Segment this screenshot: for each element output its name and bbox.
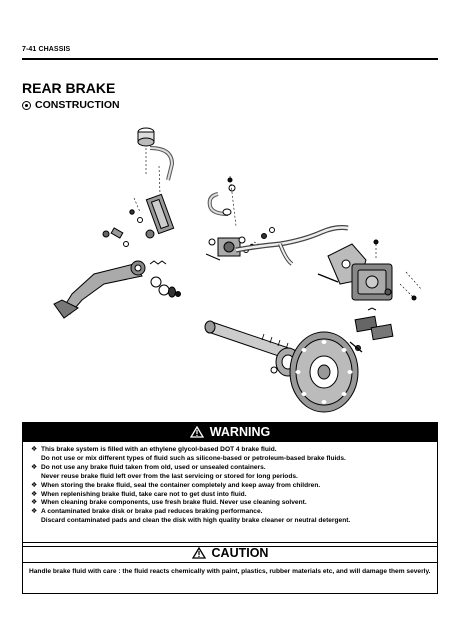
warning-item: ❖Do not use any brake fluid taken from o… xyxy=(31,463,298,480)
caution-label: CAUTION xyxy=(211,545,269,560)
bullseye-icon xyxy=(22,100,31,110)
brake-pedal xyxy=(53,260,146,319)
reservoir-cap xyxy=(137,127,155,147)
subsection-label: CONSTRUCTION xyxy=(35,99,120,111)
warning-item: ❖When storing the brake fluid, seal the … xyxy=(31,481,321,489)
brake-hose-rear xyxy=(235,225,349,266)
warning-label: WARNING xyxy=(209,425,271,439)
warning-item: ❖When replenishing brake fluid, take car… xyxy=(31,490,247,498)
section-title: REAR BRAKE xyxy=(22,80,116,96)
diamond-bullet-icon: ❖ xyxy=(31,446,38,453)
warning-box: ❖This brake system is filled with an eth… xyxy=(22,442,438,547)
brake-hose-upper xyxy=(207,177,236,216)
warning-item: ❖When cleaning brake components, use fre… xyxy=(31,499,307,507)
master-cylinder xyxy=(145,193,175,239)
brake-disk xyxy=(289,331,359,413)
warning-item: ❖This brake system is filled with an eth… xyxy=(31,446,346,462)
diamond-bullet-icon: ❖ xyxy=(31,463,38,471)
diamond-bullet-icon: ❖ xyxy=(31,490,38,498)
caution-triangle-icon xyxy=(191,546,206,559)
brake-caliper xyxy=(351,263,393,301)
warning-item: ❖A contaminated brake disk or brake pad … xyxy=(31,508,351,525)
subsection-heading: CONSTRUCTION xyxy=(22,99,120,111)
rear-brake-exploded-diagram xyxy=(53,127,423,413)
brake-pads xyxy=(354,307,394,341)
page-header: 7-41 CHASSIS xyxy=(22,46,71,53)
caution-header: CAUTION xyxy=(22,542,438,562)
diamond-bullet-icon: ❖ xyxy=(31,508,38,516)
warning-header: WARNING xyxy=(22,422,438,442)
warning-triangle-icon xyxy=(189,426,204,438)
diamond-bullet-icon: ❖ xyxy=(31,499,38,507)
hose-joint xyxy=(205,236,246,261)
caution-text: Handle brake fluid with care : the fluid… xyxy=(22,562,438,594)
diamond-bullet-icon: ❖ xyxy=(31,481,38,489)
header-rule xyxy=(22,58,438,60)
